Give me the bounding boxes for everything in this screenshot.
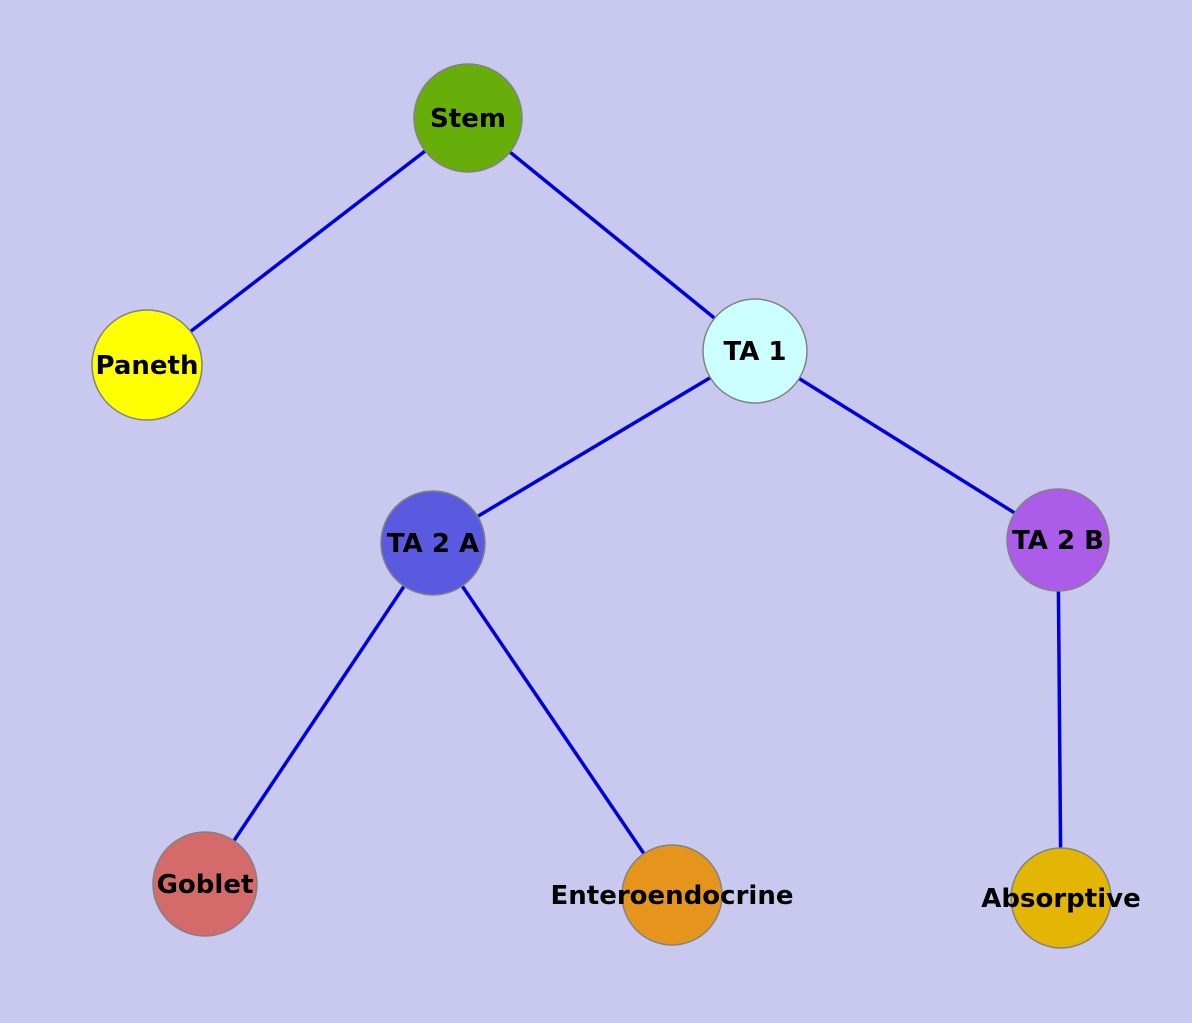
node-circle-absorptive[interactable] xyxy=(1010,847,1112,949)
edge-ta1-ta2a xyxy=(432,349,756,545)
edge-ta2a-enteroendocrine xyxy=(431,542,674,896)
node-ta2a[interactable]: TA 2 A xyxy=(380,490,486,596)
edge-stem-ta1 xyxy=(466,116,757,353)
edge-ta1-ta2b xyxy=(754,349,1059,542)
node-stem[interactable]: Stem xyxy=(413,63,523,173)
node-goblet[interactable]: Goblet xyxy=(152,831,258,937)
node-ta1[interactable]: TA 1 xyxy=(702,298,808,404)
node-circle-ta2b[interactable] xyxy=(1006,488,1110,592)
node-ta2b[interactable]: TA 2 B xyxy=(1006,488,1110,592)
node-paneth[interactable]: Paneth xyxy=(91,309,203,421)
node-absorptive[interactable]: Absorptive xyxy=(981,847,1141,949)
node-circle-stem[interactable] xyxy=(413,63,523,173)
node-circle-ta1[interactable] xyxy=(702,298,808,404)
edge-ta2a-goblet xyxy=(203,542,435,885)
node-circle-paneth[interactable] xyxy=(91,309,203,421)
edge-stem-paneth xyxy=(145,116,470,367)
node-enteroendocrine[interactable]: Enteroendocrine xyxy=(551,844,794,946)
edge-ta2b-absorptive xyxy=(1056,539,1063,899)
node-circle-enteroendocrine[interactable] xyxy=(621,844,723,946)
node-circle-goblet[interactable] xyxy=(152,831,258,937)
node-circle-ta2a[interactable] xyxy=(380,490,486,596)
